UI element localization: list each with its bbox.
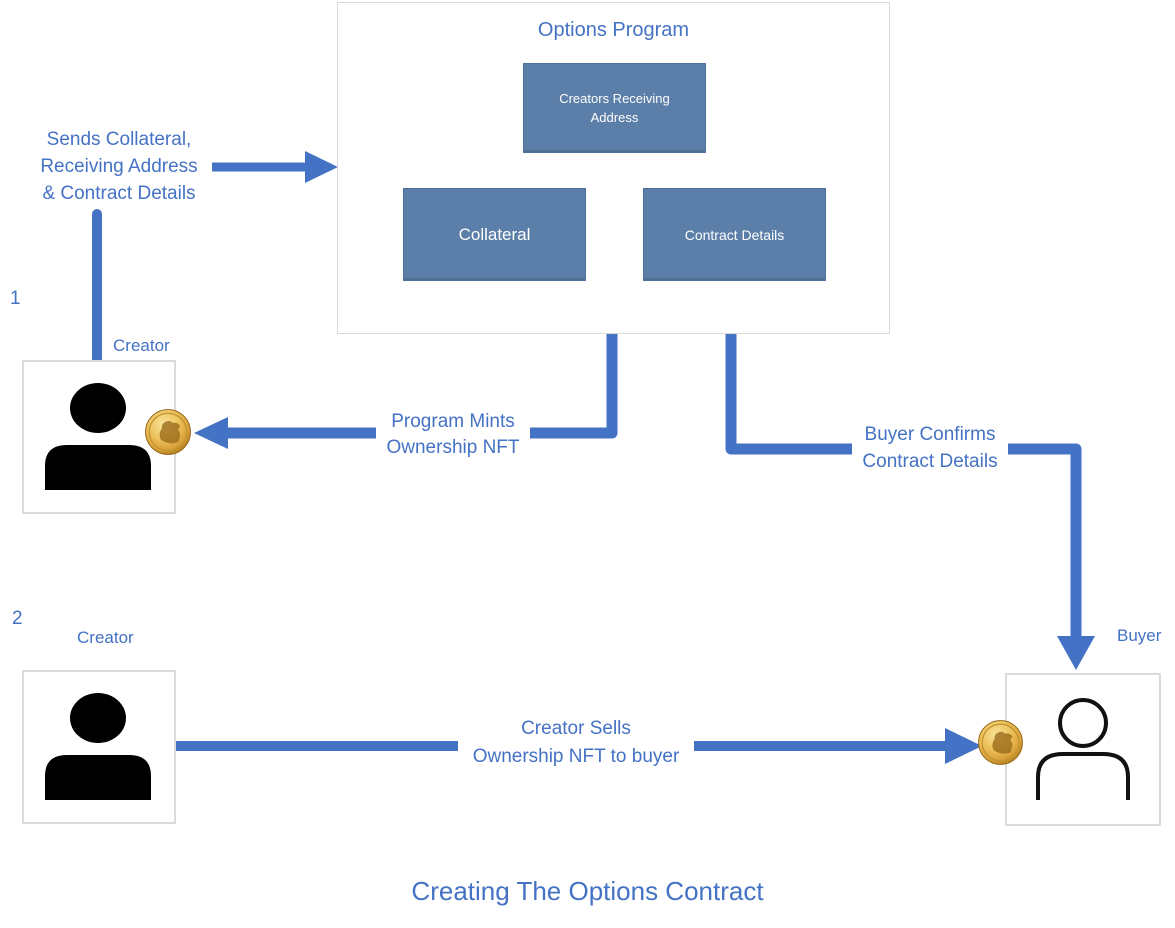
buyer-avatar-box [1005,673,1161,826]
creators-receiving-address-label: Creators Receiving Address [559,91,670,125]
person-silhouette-icon [45,383,151,490]
page-title: Creating The Options Contract [411,876,764,906]
buyer-confirms-annotation: Buyer Confirms Contract Details [852,421,1008,475]
contract-details-label: Contract Details [684,226,785,243]
send-arrow [205,151,338,183]
collateral-label: Collateral [458,224,531,244]
options-program-title: Options Program [537,19,690,41]
creator-2-avatar-box [22,670,176,824]
program-mints-annotation: Program Mints Ownership NFT [376,409,530,461]
gold-coin-icon [145,409,191,460]
person-silhouette-icon [45,693,151,800]
step-1-number: 1 [10,288,21,309]
creators-receiving-address-box: Creators Receiving Address [523,63,706,153]
options-program-container: Options Program Creators Receiving Addre… [337,2,890,334]
creator-2-label: Creator [77,628,134,647]
creator-1-label: Creator [113,336,170,355]
buyer-label: Buyer [1117,626,1162,645]
collateral-box: Collateral [403,188,586,281]
contract-details-box: Contract Details [643,188,826,281]
send-collateral-annotation: Sends Collateral, Receiving Address & Co… [26,126,212,207]
person-outline-icon [1036,698,1130,800]
mint-connector [194,327,618,449]
gold-coin-icon [978,720,1023,770]
step-2-number: 2 [12,608,23,629]
creator-sells-annotation: Creator Sells Ownership NFT to buyer [458,715,694,771]
